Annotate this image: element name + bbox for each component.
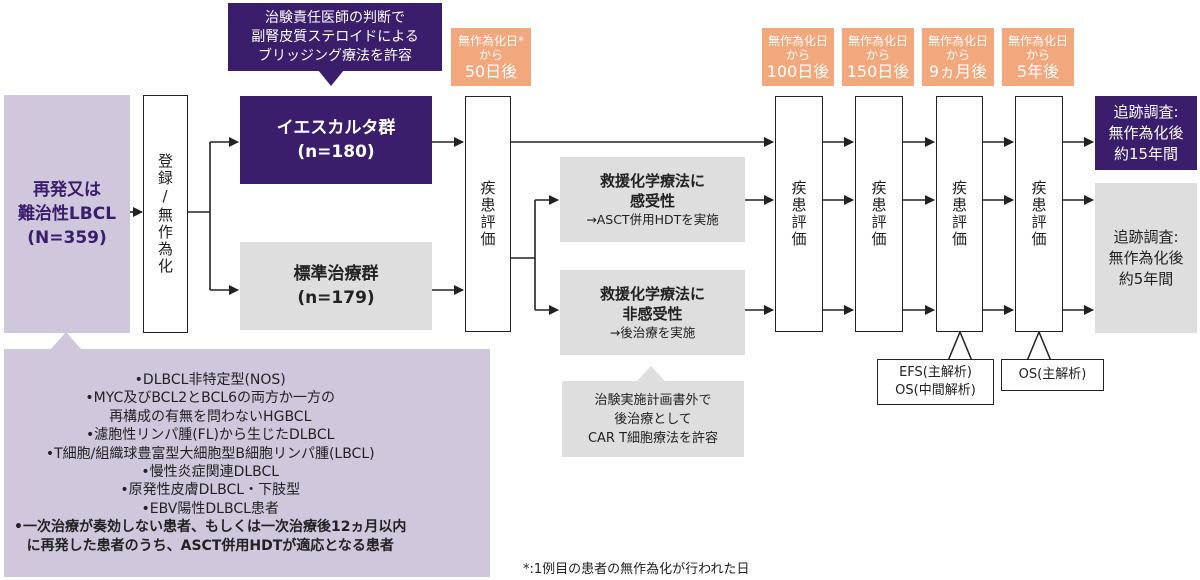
criteria-item: •DLBCL非特定型(NOS) xyxy=(134,371,286,388)
efs-callout-pointer xyxy=(948,331,972,361)
timepoint-top: 無作為化日 xyxy=(927,33,988,48)
os-label-text: OS(主解析) xyxy=(1018,367,1087,382)
salvage-insens-line1: 救援化学療法に xyxy=(599,284,705,303)
timepoint-mid: から xyxy=(785,47,810,62)
salvage-insens-line3: →後治療を実施 xyxy=(609,324,696,340)
salvage-insens-line2: 非感受性 xyxy=(622,304,683,323)
os-callout-pointer xyxy=(1027,331,1051,361)
steroid-note-pointer xyxy=(318,70,344,86)
followup-b-line2: 無作為化後 xyxy=(1108,248,1184,267)
assessment-label: 疾患評価 xyxy=(950,180,968,248)
efs-os-interim-label: EFS(主解析) OS(中間解析) xyxy=(877,359,994,405)
assessment-box-5: 疾患評価 xyxy=(1015,96,1063,332)
steroid-bridging-note: 治験責任医師の判断で 副腎皮質ステロイドによる ブリッジング療法を許容 xyxy=(228,3,442,71)
assessment-box-2: 疾患評価 xyxy=(775,96,823,332)
criteria-item: •濾胞性リンパ腫(FL)から生じたDLBCL xyxy=(85,427,335,444)
timepoint-main: 5年後 xyxy=(1016,61,1060,81)
criteria-item: •T細胞/組織球豊富型大細胞型B細胞リンパ腫(LBCL) xyxy=(45,445,375,462)
followup-b-line3: 約5年間 xyxy=(1118,269,1174,288)
salvage-sensitive-box: 救援化学療法に 感受性 →ASCT併用HDTを実施 xyxy=(560,157,745,242)
timepoint-main: 50日後 xyxy=(464,61,518,81)
criteria-item: •MYC及びBCL2とBCL6の両方か一方の xyxy=(85,390,336,407)
efs-label-line2: OS(中間解析) xyxy=(895,383,976,398)
followup-a-line3: 約15年間 xyxy=(1113,144,1179,163)
assessment-label: 疾患評価 xyxy=(478,180,497,248)
criteria-item: •原発性皮膚DLBCL・下肢型 xyxy=(120,482,301,499)
steroid-note-line1: 治験責任医師の判断で xyxy=(265,9,405,26)
steroid-note-line2: 副腎皮質ステロイドによる xyxy=(251,28,419,45)
assessment-label: 疾患評価 xyxy=(789,180,808,248)
efs-label-line1: EFS(主解析) xyxy=(899,365,972,380)
criteria-item: 再構成の有無を問わないHGBCL xyxy=(109,408,312,425)
criteria-box: •DLBCL非特定型(NOS) •MYC及びBCL2とBCL6の両方か一方の 再… xyxy=(4,349,490,577)
followup-a-line1: 追跡調査: xyxy=(1113,102,1179,121)
assessment-label: 疾患評価 xyxy=(869,180,888,248)
arm-a-name: イエスカルタ群 xyxy=(276,118,396,138)
criteria-item: •慢性炎症関連DLBCL xyxy=(141,464,280,480)
followup-standard: 追跡調査: 無作為化後 約5年間 xyxy=(1095,183,1197,333)
criteria-item: に再発した患者のうち、ASCT併用HDTが適応となる患者 xyxy=(26,537,394,554)
timepoint-top: 無作為化日 xyxy=(847,33,908,48)
salvage-sens-line3: →ASCT併用HDTを実施 xyxy=(586,211,719,227)
footnote: *:1例目の患者の無作為化が行われた日 xyxy=(523,562,750,577)
timepoint-mid: から xyxy=(945,47,970,62)
population-line1: 再発又は xyxy=(33,180,101,200)
criteria-item: •一次治療が奏効しない患者、もしくは一次治療後12ヵ月以内 xyxy=(14,519,407,536)
timepoint-main: 100日後 xyxy=(766,61,830,81)
cart-note-line3: CAR T細胞療法を許容 xyxy=(587,430,719,446)
enrollment-box: 登録/無作為化 xyxy=(143,95,188,333)
timepoint-50d: 無作為化日* から 50日後 xyxy=(451,28,531,86)
os-primary-label: OS(主解析) xyxy=(1001,359,1104,391)
cart-note: 治験実施計画書外で 後治療として CAR T細胞療法を許容 xyxy=(562,381,744,457)
followup-b-line1: 追跡調査: xyxy=(1113,227,1179,246)
population-line2: 難治性LBCL xyxy=(17,204,117,224)
enrollment-label: 登録/無作為化 xyxy=(156,153,174,275)
salvage-sens-line2: 感受性 xyxy=(629,191,675,210)
timepoint-top: 無作為化日* xyxy=(457,33,524,48)
arm-a-count: (n=180) xyxy=(297,142,375,162)
assessment-box-3: 疾患評価 xyxy=(855,96,903,332)
timepoint-150d: 無作為化日 から 150日後 xyxy=(842,28,914,86)
timepoint-top: 無作為化日 xyxy=(767,33,828,48)
population-line3: (N=359) xyxy=(27,228,107,248)
arm-b-name: 標準治療群 xyxy=(293,264,379,284)
timepoint-mid: から xyxy=(865,47,890,62)
arm-standard-care: 標準治療群 (n=179) xyxy=(240,242,432,330)
assessment-box-4: 疾患評価 xyxy=(936,96,983,332)
arm-yescarta: イエスカルタ群 (n=180) xyxy=(240,96,432,184)
assessment-box-1: 疾患評価 xyxy=(465,96,511,332)
timepoint-9m: 無作為化日 から 9ヵ月後 xyxy=(922,28,994,86)
arm-b-count: (n=179) xyxy=(297,288,375,308)
population-box: 再発又は 難治性LBCL (N=359) xyxy=(4,95,130,333)
cart-note-pointer xyxy=(636,366,666,382)
steroid-note-line3: ブリッジング療法を許容 xyxy=(258,47,412,64)
cart-note-line1: 治験実施計画書外で xyxy=(594,392,712,408)
cart-note-line2: 後治療として xyxy=(614,411,692,427)
timepoint-main: 150日後 xyxy=(846,61,910,81)
followup-a-line2: 無作為化後 xyxy=(1108,123,1184,142)
followup-yescarta: 追跡調査: 無作為化後 約15年間 xyxy=(1095,96,1197,170)
timepoint-main: 9ヵ月後 xyxy=(928,61,988,81)
criteria-callout-pointer xyxy=(50,332,82,350)
timepoint-mid: から xyxy=(1025,47,1050,62)
timepoint-mid: から xyxy=(478,47,503,62)
timepoint-top: 無作為化日 xyxy=(1007,33,1068,48)
salvage-insensitive-box: 救援化学療法に 非感受性 →後治療を実施 xyxy=(560,270,745,355)
timepoint-5y: 無作為化日 から 5年後 xyxy=(1002,28,1074,86)
criteria-item: •EBV陽性DLBCL患者 xyxy=(141,500,279,517)
timepoint-100d: 無作為化日 から 100日後 xyxy=(762,28,834,86)
assessment-label: 疾患評価 xyxy=(1029,180,1048,248)
salvage-sens-line1: 救援化学療法に xyxy=(599,171,705,190)
